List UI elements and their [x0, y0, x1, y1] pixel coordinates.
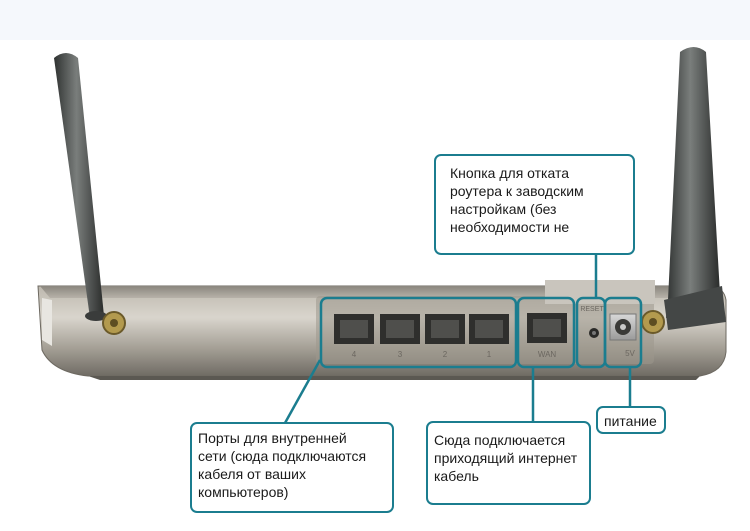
lan-port-number-3: 3 — [398, 350, 403, 359]
left-antenna — [54, 53, 126, 335]
power-label: 5V — [625, 349, 635, 358]
wan-callout-line: приходящий интернет — [434, 450, 578, 466]
reset-label: RESET — [580, 306, 604, 313]
right-antenna — [641, 47, 726, 334]
lan-highlight-box — [319, 296, 518, 369]
lan-port-numbers: 4 3 2 1 — [352, 350, 492, 359]
power-jack: 5V — [609, 313, 637, 358]
lan-callout-line: сети (сюда подключаются — [198, 448, 367, 464]
power-callout: питание — [596, 406, 666, 434]
lan-callout-line: компьютеров) — [198, 484, 289, 500]
top-background-band — [0, 0, 750, 40]
power-highlight-box — [603, 296, 643, 369]
wan-callout-line: кабель — [434, 468, 479, 484]
lan-callout: Порты для внутренней сети (сюда подключа… — [190, 422, 394, 513]
power-callout-line: питание — [604, 413, 657, 429]
reset-callout-line: Кнопка для отката — [450, 165, 570, 181]
wan-highlight-box — [516, 296, 576, 369]
wan-port: WAN — [527, 313, 567, 359]
wan-callout-line: Сюда подключается — [434, 432, 566, 448]
reset-callout-line: роутера к заводским — [450, 183, 584, 199]
highlight-boxes — [319, 296, 643, 369]
reset-callout: Кнопка для отката роутера к заводским на… — [434, 154, 635, 255]
lan-callout-line: Порты для внутренней — [198, 430, 347, 446]
lan-port-number-2: 2 — [443, 350, 448, 359]
lan-port-number-4: 4 — [352, 350, 357, 359]
wan-callout: Сюда подключается приходящий интернет ка… — [426, 421, 591, 505]
lan-connector — [283, 359, 322, 424]
lan-ports — [334, 314, 509, 344]
reset-callout-line: настройкам (без — [450, 201, 557, 217]
reset-callout-line: необходимости не — [450, 219, 570, 235]
wan-label: WAN — [538, 350, 557, 359]
callout-connectors — [283, 255, 632, 424]
reset-button: RESET — [580, 306, 604, 338]
lan-port-number-1: 1 — [487, 350, 492, 359]
lan-callout-line: кабеля от ваших — [198, 466, 306, 482]
